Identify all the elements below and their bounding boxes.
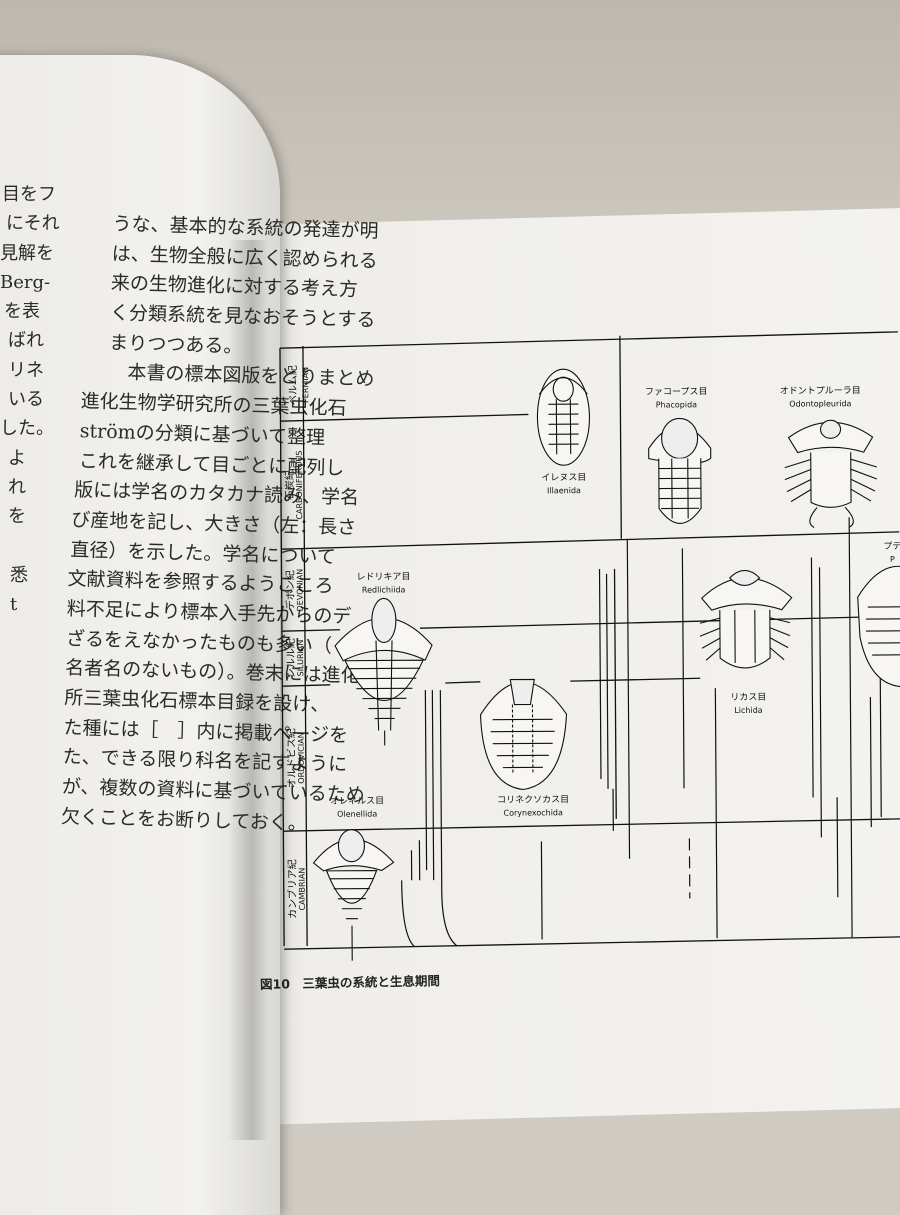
period-grid (279, 331, 900, 950)
text-fragment: いる (8, 389, 44, 411)
period-label-devonian: デボン紀 (284, 570, 297, 610)
order-label-odontopleurida: オドントプルーラ目 (780, 385, 861, 397)
period-label-carboniferous: 石炭紀 (283, 470, 296, 500)
order-label-lichida: リカス目 (730, 692, 766, 703)
period-label-silurian-en: SILURIAN (296, 640, 305, 677)
period-label-ordovician-en: ORDOVICIAN (297, 732, 306, 783)
text-fragment: 悉 (10, 564, 28, 586)
left-page (0, 55, 280, 1215)
period-label-ordovician: オルドビス紀 (285, 728, 298, 788)
order-label-corynexochida: コリネクソカス目 (497, 794, 569, 806)
text-fragment: ばれ (8, 330, 44, 352)
order-label-olenellida-en: Olenellida (337, 810, 377, 819)
odontopleurida-trilobite-icon (784, 419, 878, 528)
text-fragment: した。 (0, 418, 54, 440)
olenellida-trilobite-icon (312, 829, 395, 961)
order-label-lichida-en: Lichida (734, 706, 763, 715)
text-fragment: にそれ (6, 213, 60, 235)
illaenida-trilobite-icon (536, 368, 590, 466)
text-fragment: 見解を (0, 242, 54, 264)
order-label-redlichiida: レドリキア目 (357, 571, 411, 582)
text-fragment: よ (8, 447, 26, 469)
order-label-redlichiida-en: Redlichiida (362, 585, 406, 594)
order-label-illaenida: イレヌス目 (541, 472, 586, 483)
order-label-phacopida-en: Phacopida (656, 400, 698, 409)
text-fragment: 目をフ (2, 184, 56, 205)
order-label-ptychopariida-en: P (890, 555, 895, 564)
order-label-odontopleurida-en: Odontopleurida (789, 399, 851, 408)
order-label-phacopida: ファコープス目 (645, 386, 708, 397)
trilobite-illustrations (312, 368, 900, 961)
ptychopariida-trilobite-icon (857, 565, 900, 688)
book-spine-shadow (228, 240, 268, 1140)
period-label-permian: ペルム紀 (286, 365, 299, 405)
text-fragment: リネ (8, 359, 44, 381)
order-label-olenellida: オレネルス目 (330, 795, 384, 806)
order-label-corynexochida-en: Corynexochida (503, 808, 563, 817)
lineage-lines (401, 517, 882, 947)
period-labels: ペルム紀 PERMIAN 石炭紀 CARBONIFEROUS デボン紀 DEVO… (283, 365, 311, 919)
period-label-carboniferous-en: CARBONIFEROUS (295, 450, 304, 519)
text-fragment: を (8, 506, 26, 528)
redlichiida-trilobite-icon (334, 597, 433, 746)
period-label-cambrian: カンブリア紀 (286, 859, 299, 919)
period-label-silurian: シルル紀 (284, 638, 297, 678)
text-fragment: れ (8, 476, 26, 498)
period-label-devonian-en: DEVONIAN (295, 569, 304, 612)
corynexochida-trilobite-icon (479, 678, 568, 791)
left-page-edge-text: 目をフ にそれ 見解を Berg- を表 ばれ リネ いる した。 よ れ を … (0, 180, 60, 619)
text-fragment: を表 (4, 301, 40, 323)
order-label-illaenida-en: Illaenida (547, 486, 581, 495)
order-labels: イレヌス目 Illaenida ファコープス目 Phacopida オドントプル… (330, 385, 900, 819)
phacopida-trilobite-icon (648, 417, 712, 524)
lichida-trilobite-icon (699, 569, 793, 669)
period-label-permian-en: PERMIAN (301, 367, 310, 403)
text-fragment: t (10, 594, 18, 616)
text-fragment: Berg- (0, 271, 51, 293)
order-label-ptychopariida: プテ (883, 541, 900, 552)
figure-caption: 図10 三葉虫の系統と生息期間 (259, 973, 441, 992)
period-label-cambrian-en: CAMBRIAN (298, 868, 307, 911)
